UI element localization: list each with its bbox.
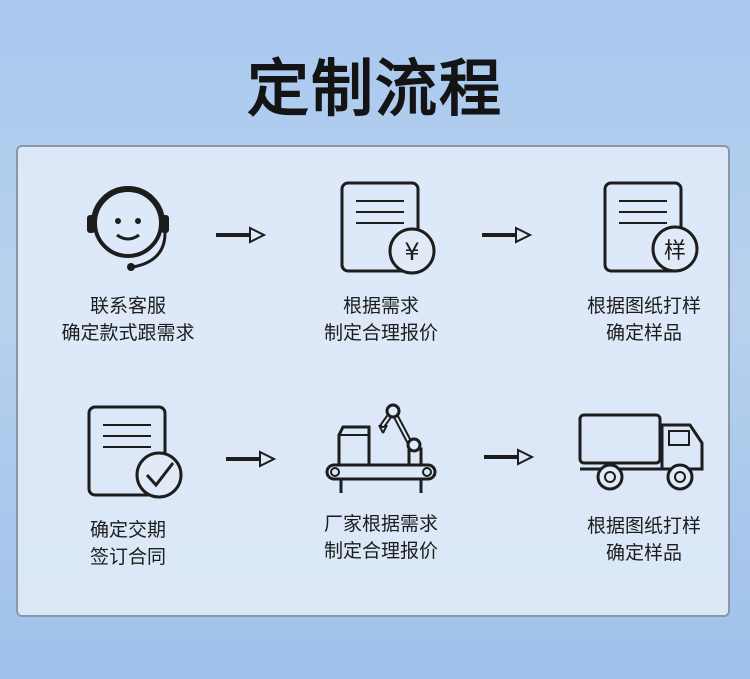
document-check-icon: [87, 405, 183, 499]
step-sample: 样 根据图纸打样 确定样品: [534, 181, 750, 347]
step-subtitle: 签订合同: [89, 546, 166, 568]
step-subtitle: 确定样品: [605, 542, 682, 564]
arrow-right-icon: [216, 226, 267, 244]
step-factory: 厂家根据需求 制定合理报价: [271, 397, 491, 565]
step-title: 确定交期: [89, 519, 166, 541]
process-panel: 联系客服 确定款式跟需求 ¥ 根据需求 制定合理报价: [16, 145, 730, 617]
yen-symbol: ¥: [404, 238, 419, 266]
step-delivery: 根据图纸打样 确定样品: [534, 409, 750, 567]
step-title: 根据图纸打样: [586, 295, 701, 317]
delivery-truck-icon: [578, 413, 704, 491]
step-contract: 确定交期 签订合同: [18, 405, 238, 571]
page-title: 定制流程: [246, 52, 503, 125]
document-sample-icon: 样: [603, 181, 699, 273]
arrow-right-icon: [484, 448, 535, 466]
step-subtitle: 确定款式跟需求: [61, 322, 195, 344]
step-title: 联系客服: [89, 295, 166, 317]
sample-badge: 样: [664, 239, 686, 264]
step-subtitle: 制定合理报价: [323, 540, 438, 562]
step-title: 厂家根据需求: [323, 513, 438, 535]
step-quote: ¥ 根据需求 制定合理报价: [271, 181, 491, 347]
headset-smile-icon: [87, 186, 169, 271]
step-subtitle: 确定样品: [605, 322, 682, 344]
step-subtitle: 制定合理报价: [323, 322, 438, 344]
arrow-right-icon: [482, 226, 533, 244]
arrow-right-icon: [226, 450, 277, 468]
factory-robot-arm-icon: [325, 403, 437, 493]
step-contact-service: 联系客服 确定款式跟需求: [18, 181, 238, 347]
step-title: 根据图纸打样: [586, 515, 701, 537]
step-title: 根据需求: [342, 295, 419, 317]
document-yen-icon: ¥: [340, 181, 436, 275]
